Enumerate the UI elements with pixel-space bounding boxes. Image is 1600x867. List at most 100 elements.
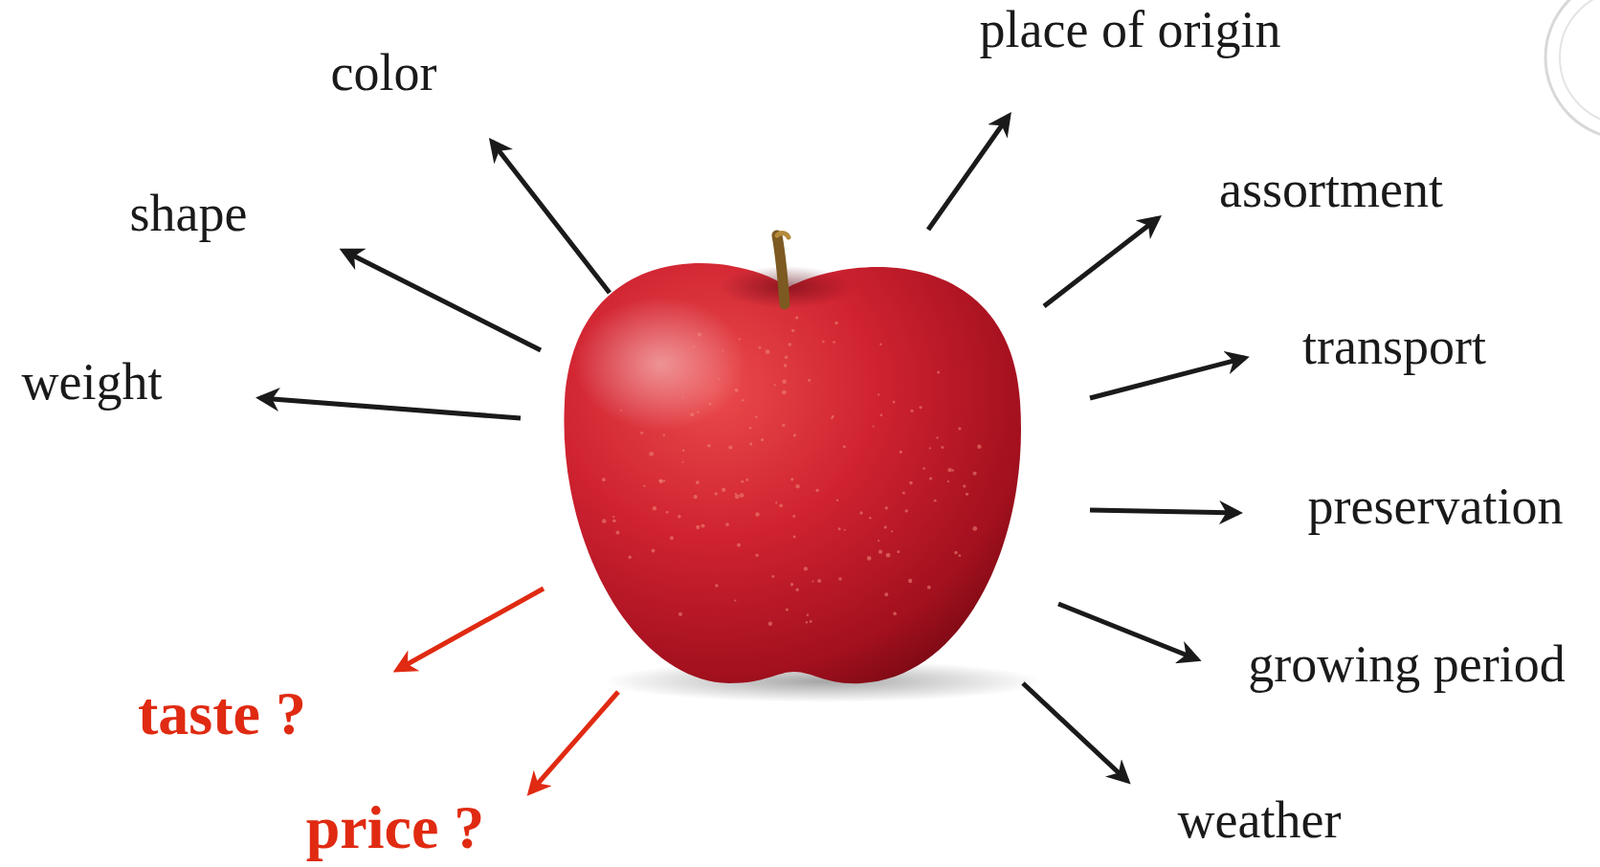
question-label: price ? (306, 794, 486, 862)
apple-speckle (973, 471, 978, 476)
apple-speckle (795, 484, 800, 489)
question-label: taste ? (137, 680, 307, 748)
apple-speckle (792, 514, 796, 518)
apple-speckle (725, 522, 730, 527)
apple-speckle (659, 479, 664, 484)
apple-speckle (601, 518, 606, 523)
apple-speckle (859, 511, 863, 514)
apple-speckle (717, 377, 720, 380)
apple-speckle (977, 444, 981, 449)
apple-speckle (755, 511, 759, 516)
apple-speckle (689, 412, 694, 417)
apple-speckle (666, 511, 669, 514)
apple-speckle (663, 434, 667, 438)
apple-speckle (696, 411, 699, 414)
apple-speckle (817, 578, 822, 583)
apple-speckle (815, 488, 820, 493)
apple-speckle (909, 481, 913, 486)
apple-speckle (795, 588, 799, 592)
apple-speckle (758, 346, 762, 350)
apple-speckle (785, 607, 789, 611)
apple-speckle (805, 621, 808, 623)
apple-speckle (700, 523, 705, 528)
apple-speckle (775, 501, 778, 504)
feature-arrow (343, 250, 541, 351)
apple-speckle (682, 461, 685, 464)
apple-speckle (793, 433, 797, 437)
apple-speckle (648, 451, 654, 457)
apple-speckle (788, 342, 793, 347)
apple-highlight (574, 296, 747, 431)
apple-speckle (733, 600, 736, 602)
apple-speckle (781, 378, 787, 384)
apple-speckle (736, 543, 741, 548)
apple-speckle (791, 329, 795, 333)
feature-arrow (928, 115, 1009, 230)
apple-speckle (741, 399, 744, 401)
feature-label: transport (1302, 318, 1487, 376)
apple-speckle (884, 525, 888, 529)
apple-speckle (697, 332, 702, 336)
apple-speckle (765, 349, 771, 355)
apple-speckle (714, 583, 719, 588)
question-arrow (397, 588, 544, 670)
feature-label: preservation (1308, 478, 1564, 535)
apple-speckle (734, 388, 739, 393)
apple-speckle (933, 499, 937, 503)
apple-speckle (784, 355, 788, 358)
apple-speckle (831, 415, 835, 419)
apple-speckle (807, 378, 811, 382)
feature-label: assortment (1219, 161, 1444, 219)
apple-speckle (940, 445, 944, 449)
apple-speckle (793, 535, 797, 539)
apple-speckle (681, 396, 684, 399)
apple-speckle (844, 529, 846, 532)
apple-speckle (836, 498, 840, 502)
apple-speckle (795, 315, 799, 319)
apple-speckle (601, 477, 606, 482)
feature-arrow (1089, 510, 1239, 513)
apple-speckle (663, 479, 667, 483)
seal-watermark (1559, 0, 1600, 125)
apple-speckle (878, 550, 883, 555)
apple-speckle (929, 476, 933, 480)
apple-speckle (749, 426, 753, 430)
apple-speckle (879, 343, 882, 346)
apple-speckle (892, 400, 896, 404)
feature-label: growing period (1247, 636, 1565, 693)
feature-arrow (260, 398, 521, 419)
apple-speckle (695, 480, 700, 485)
apple-speckle (781, 423, 785, 427)
apple-speckle (749, 442, 753, 445)
feature-arrow (491, 141, 610, 293)
apple-speckle (620, 409, 623, 412)
feature-label: color (331, 44, 438, 102)
apple-speckle (778, 503, 783, 508)
apple-speckle (822, 340, 825, 344)
apple-speckle (612, 515, 615, 518)
apple-speckle (790, 477, 794, 481)
apple-speckle (957, 426, 961, 430)
apple-speckle (709, 402, 712, 406)
apple-speckle (678, 612, 683, 617)
apple-speckle (892, 611, 897, 616)
apple-speckle (936, 370, 940, 374)
apple-speckle (809, 620, 813, 623)
feature-arrow (1022, 683, 1128, 781)
apple-speckle (843, 444, 846, 448)
apple-speckle (714, 491, 718, 495)
apple-speckle (806, 613, 809, 616)
feature-arrow (1089, 357, 1245, 399)
apple-speckle (781, 390, 787, 396)
apple-speckle (651, 549, 656, 554)
apple-speckle (707, 444, 712, 448)
apple-speckle (783, 363, 788, 368)
apple-speckle (957, 554, 961, 557)
apple-speckle (896, 550, 900, 554)
apple-speckle (951, 468, 954, 471)
apple-speckle (868, 516, 871, 519)
feature-label: weather (1177, 792, 1342, 849)
apple-speckle (838, 577, 843, 581)
apple-speckle (902, 491, 906, 495)
apple-speckle (728, 445, 733, 450)
